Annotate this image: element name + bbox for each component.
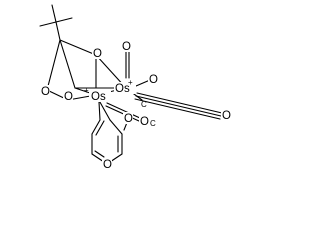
co-bond xyxy=(136,92,223,114)
bond xyxy=(94,150,105,158)
co-bond xyxy=(135,79,151,87)
atom-os-left: Os xyxy=(91,91,106,103)
bond xyxy=(46,39,61,91)
charge-os-right: + xyxy=(128,78,133,87)
atom-o-left: O xyxy=(41,86,50,98)
bond xyxy=(109,119,123,135)
pyranone-ring xyxy=(91,119,129,163)
atom-os-right: Os xyxy=(115,83,130,95)
atom-o-top: O xyxy=(93,48,102,60)
bond xyxy=(39,21,57,27)
bond xyxy=(91,119,101,135)
bond xyxy=(55,21,61,41)
atom-c-co2: C xyxy=(141,100,147,109)
atom-o-ring: O xyxy=(103,159,112,171)
atom-o-co1: O xyxy=(122,41,131,53)
atom-o-ring-ketone: O xyxy=(124,113,133,125)
co-bond xyxy=(105,105,140,122)
carbonyl-ligands xyxy=(105,51,223,122)
co-bond xyxy=(106,102,141,119)
tert-butyl-group xyxy=(39,4,73,41)
atom-labels: O O O O O Os + Os + O O O O C C xyxy=(40,40,231,171)
bond xyxy=(55,17,73,23)
atom-o-co2: O xyxy=(149,74,158,86)
bond xyxy=(51,4,57,23)
charge-os-left: + xyxy=(84,86,89,95)
co-bond xyxy=(134,98,221,120)
atom-c-co: C xyxy=(150,119,156,128)
atom-o-mid: O xyxy=(64,91,73,103)
bond xyxy=(98,101,101,121)
bond xyxy=(59,39,76,89)
atom-o-co3: O xyxy=(222,110,231,122)
bond xyxy=(59,39,97,56)
co-bond xyxy=(135,95,222,117)
atom-o-co4: O xyxy=(140,116,149,128)
chemical-structure: O O O O O Os + Os + O O O O C C xyxy=(39,4,231,171)
bond xyxy=(95,120,105,136)
